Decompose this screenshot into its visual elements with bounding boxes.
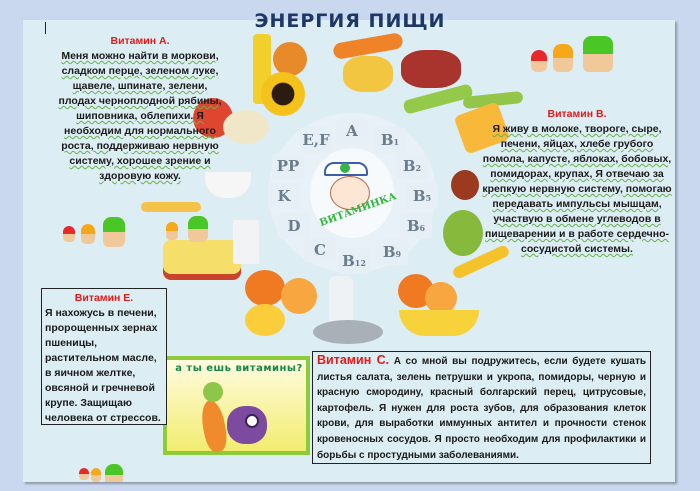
wheel-segment-k: K — [268, 183, 300, 209]
pill-character-green-mid — [188, 216, 208, 242]
vitamin-a-text-block: Витамин А. Меня можно найти в моркови, с… — [55, 34, 225, 184]
wheel-segment-b6: B6 — [400, 213, 432, 239]
wheel-segment-b12: B12 — [338, 248, 370, 274]
wheat-illustration — [141, 202, 201, 212]
pill-character-green-top — [583, 36, 613, 72]
vitamin-wheel: A B1 B2 B5 B6 B9 B12 C D K PP E,F ВИТАМИ… — [258, 113, 446, 274]
wheel-segment-a: A — [336, 118, 368, 144]
vitamin-e-body: Я нахожусь в печени, пророщенных зернах … — [45, 307, 161, 424]
vitamin-a-body: Меня можно найти в моркови, сладком перц… — [58, 50, 222, 182]
vitamin-e-heading: Витамин Е. — [74, 292, 134, 304]
pill-character-orange-top — [553, 44, 573, 72]
wheel-segment-d: D — [278, 213, 310, 239]
face-icon — [330, 176, 370, 210]
vitamin-b-body: Я живу в молоке, твороге, сыре, печени, … — [482, 123, 672, 255]
pill-character-red-left — [63, 226, 75, 242]
orange-slice-right-illustration — [425, 282, 457, 314]
vitaminka-logo: ВИТАМИНКА — [310, 148, 398, 238]
sunflower-illustration — [261, 72, 305, 116]
text-cursor — [45, 22, 46, 34]
vitamin-b-text-block: Витамин В. Я живу в молоке, твороге, сыр… — [482, 107, 672, 257]
wheel-segment-b5: B5 — [406, 183, 438, 209]
banana-illustration — [399, 310, 479, 336]
milk-carton-illustration — [233, 220, 259, 264]
pill-character-green-bottom — [105, 464, 123, 482]
mushroom-illustration — [223, 110, 269, 144]
vitamin-a-heading: Витамин А. — [110, 35, 170, 47]
pill-character-orange-mid — [166, 222, 178, 240]
wheel-segment-b2: B2 — [396, 153, 428, 179]
oranges-left-illustration — [245, 270, 285, 306]
pill-character-red-bottom — [79, 468, 89, 480]
wheel-segment-ef: E,F — [300, 127, 332, 153]
owl-eye-icon — [245, 414, 259, 428]
vitamin-c-heading: Витамин С. — [317, 353, 390, 367]
pepper-illustration — [343, 56, 393, 92]
vitamin-b-heading: Витамин В. — [547, 108, 607, 120]
wheel-segment-c: C — [304, 237, 336, 263]
avocado-illustration — [443, 210, 483, 256]
wheel-segment-b1: B1 — [374, 127, 406, 153]
lemon-illustration — [245, 304, 285, 336]
promo-banner: а ты ешь витамины? — [163, 356, 310, 455]
carrot-character-icon — [198, 398, 230, 454]
pill-character-red-top — [531, 50, 547, 72]
carrot-leaves-icon — [203, 382, 223, 402]
vitamin-c-body: А со мной вы подружитесь, если будете ку… — [317, 356, 646, 461]
pill-character-orange-bottom — [91, 468, 101, 482]
page-title: ЭНЕРГИЯ ПИЩИ — [254, 10, 446, 32]
vitamin-e-text-box: Витамин Е. Я нахожусь в печени, пророщен… — [41, 288, 167, 425]
butter-illustration — [163, 240, 241, 274]
vitamin-c-text-box: Витамин С. А со мной вы подружитесь, есл… — [312, 351, 651, 464]
wheel-segment-pp: PP — [272, 153, 304, 179]
pill-character-orange-left — [81, 224, 95, 244]
onion-illustration — [273, 42, 307, 76]
orange-slice-illustration — [281, 278, 317, 314]
pill-character-green-left — [103, 217, 125, 247]
fish-illustration — [313, 320, 383, 344]
cross-icon — [340, 163, 350, 173]
teacup-illustration — [205, 172, 251, 198]
wheel-segment-b9: B9 — [376, 239, 408, 265]
meat-illustration — [401, 50, 461, 88]
promo-text: а ты ешь витамины? — [175, 363, 303, 374]
hazelnut-illustration — [451, 170, 479, 200]
